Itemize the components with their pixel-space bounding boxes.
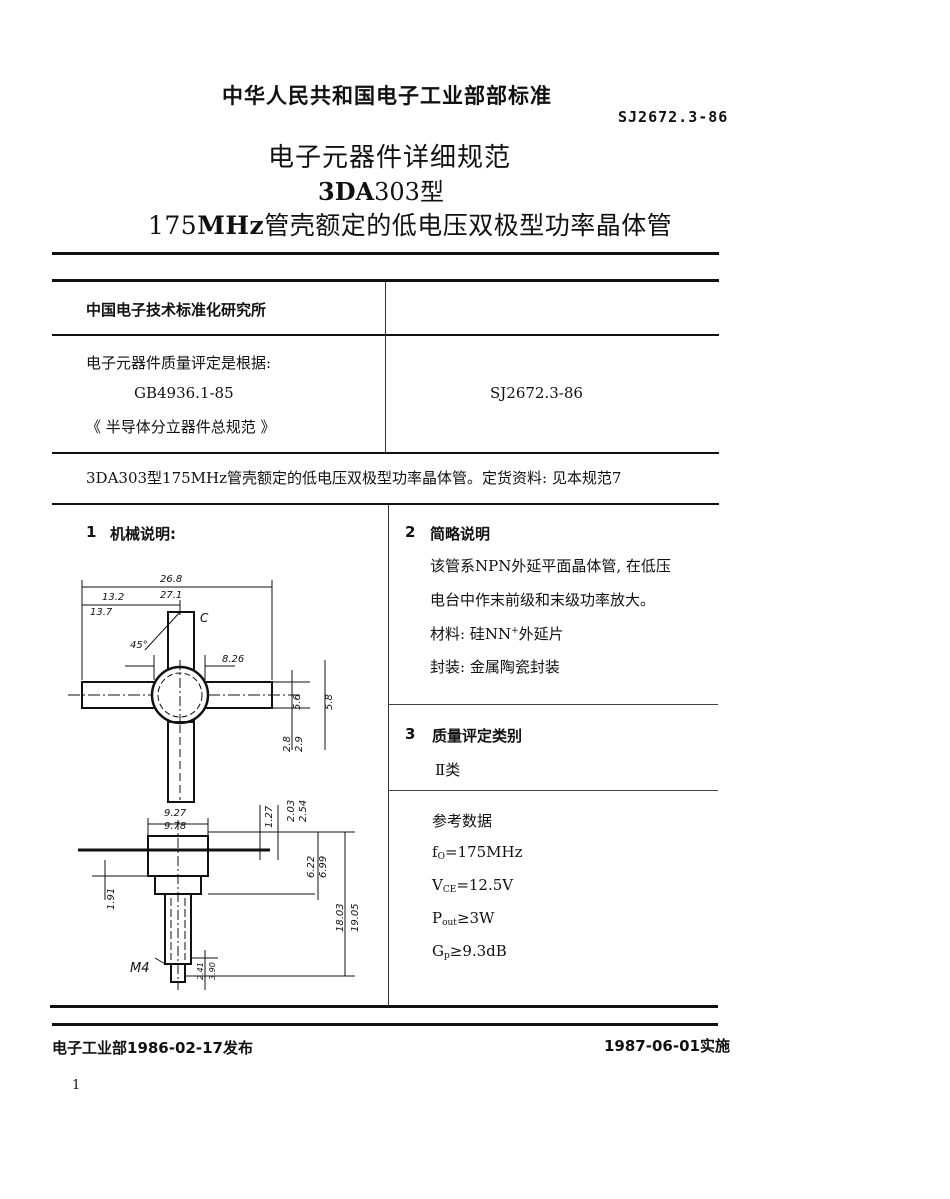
ref-value: 9.3dB [462, 942, 507, 960]
summary-line: 3DA303型175MHz管壳额定的低电压双极型功率晶体管。定货资料: 见本规范… [86, 469, 622, 487]
basis-standard: GB4936.1-85 [134, 384, 234, 402]
material-sup: + [511, 626, 519, 636]
section-divider [388, 505, 389, 1005]
effective-date: 1987-06-01实施 [604, 1037, 730, 1055]
dim-h2: 2.03 [286, 800, 297, 822]
rule-bottom-2 [52, 1023, 718, 1026]
dim-overall-width2: 27.1 [160, 590, 182, 601]
dim-h5: 6.99 [318, 856, 329, 878]
rule-top-2 [52, 279, 719, 282]
dim-lead-t2: 2.9 [294, 736, 305, 752]
dim-h1: 1.27 [264, 805, 275, 828]
section3-number: 3 [405, 725, 416, 743]
doc-title-line2: 3DA303型 [318, 172, 444, 207]
dim-cap-w2: 9.78 [164, 821, 186, 832]
rule-bottom-1 [50, 1005, 718, 1008]
section2-material: 材料: 硅NN+外延片 [430, 623, 564, 644]
basis-title: 《 半导体分立器件总规范 》 [86, 418, 276, 436]
section2-package: 封装: 金属陶瓷封装 [430, 658, 560, 676]
dim-cap-w1: 9.27 [164, 808, 187, 819]
rule-top-1 [52, 252, 719, 255]
material-label: 材料: 硅NN [430, 625, 512, 643]
section2-number: 2 [405, 523, 416, 541]
lead-label-c: C [200, 611, 209, 625]
ref-symbol: G [432, 942, 444, 960]
freq-unit: MHz [197, 211, 265, 240]
ref-symbol: f [432, 843, 438, 861]
dim-tip2: 3.90 [208, 962, 217, 980]
dim-angle: 45° [130, 640, 148, 651]
doc-title-line3: 175MHz管壳额定的低电压双极型功率晶体管 [148, 206, 672, 242]
dim-tip1: 2.41 [196, 962, 205, 980]
reference-item-fo: fO=175MHz [432, 843, 523, 862]
model-prefix: 3DA [318, 177, 375, 206]
section1-number: 1 [86, 523, 97, 541]
ref-relation: ≥ [449, 942, 463, 960]
section1-title: 机械说明: [110, 525, 176, 543]
rule-section2-bottom [388, 704, 718, 705]
ref-value: 12.5V [468, 876, 514, 894]
section3-title: 质量评定类别 [432, 727, 523, 745]
issued-date: 电子工业部1986-02-17发布 [52, 1039, 253, 1057]
dim-h4: 6.22 [306, 856, 317, 878]
dim-body-dia: 8.26 [222, 654, 244, 665]
ref-value: 3W [469, 909, 495, 927]
basis-label: 电子元器件质量评定是根据: [86, 354, 272, 372]
model-rest: 303型 [374, 178, 444, 206]
thread-label: M4 [130, 961, 150, 976]
section2-title: 简略说明 [430, 525, 491, 543]
reference-item-gp: Gp≥9.3dB [432, 942, 507, 961]
dim-h3: 2.54 [298, 800, 309, 822]
section3-value: Ⅱ类 [435, 761, 461, 779]
ref-subscript: p [443, 951, 450, 961]
dim-stud-offset: 1.91 [106, 888, 117, 910]
material-rest: 外延片 [518, 625, 564, 643]
ref-symbol: P [432, 909, 443, 927]
dim-lead-w1: 5.6 [292, 694, 303, 710]
ministry-standard-heading: 中华人民共和国电子工业部部标准 [222, 84, 552, 108]
dim-lead-t1: 2.8 [282, 736, 293, 752]
table-divider [385, 282, 386, 452]
freq-number: 175 [148, 211, 198, 240]
institute-name: 中国电子技术标准化研究所 [86, 301, 267, 319]
ref-relation: = [456, 876, 469, 894]
rule-table-bottom [52, 452, 719, 454]
ref-subscript: out [442, 918, 457, 928]
standard-number: SJ2672.3-86 [618, 108, 729, 126]
page-number: 1 [72, 1078, 81, 1093]
rule-section3-bottom [388, 790, 718, 791]
spec-number: SJ2672.3-86 [490, 384, 583, 402]
dim-total-h1: 18.03 [335, 903, 346, 932]
dim-total-h2: 19.05 [350, 903, 361, 932]
doc-title-line1: 电子元器件详细规范 [268, 143, 512, 173]
dim-half-width2: 13.7 [90, 607, 113, 618]
reference-item-pout: Pout≥3W [432, 909, 494, 928]
rule-summary-bottom [52, 503, 719, 505]
ref-subscript: CE [442, 885, 457, 895]
reference-title: 参考数据 [432, 812, 493, 830]
section2-line2: 电台中作末前级和末级功率放大。 [430, 591, 656, 609]
dim-half-width: 13.2 [102, 592, 124, 603]
title-desc: 管壳额定的低电压双极型功率晶体管 [264, 211, 673, 240]
reference-item-vce: VCE=12.5V [432, 876, 513, 895]
ref-relation: ≥ [456, 909, 470, 927]
ref-relation: = [444, 843, 458, 861]
ref-symbol: V [432, 876, 443, 894]
ref-subscript: O [437, 852, 445, 862]
ref-value: 175MHz [457, 843, 523, 861]
dim-lead-w2: 5.8 [324, 694, 335, 710]
mechanical-drawing: 26.8 27.1 13.2 13.7 45° C 8.26 5.6 5.8 2… [68, 574, 361, 990]
section2-line1: 该管系NPN外延平面晶体管, 在低压 [430, 557, 671, 575]
dim-overall-width: 26.8 [160, 574, 182, 585]
